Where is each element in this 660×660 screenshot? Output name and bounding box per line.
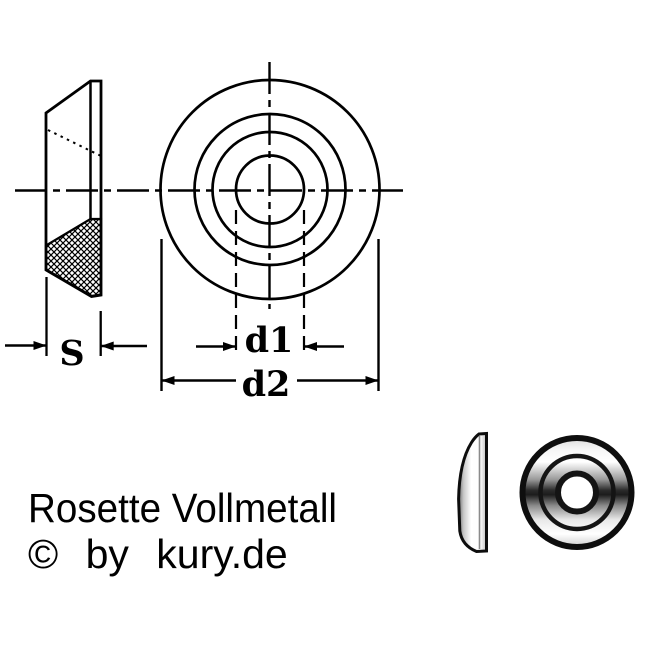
s-arrowhead-right xyxy=(100,341,114,351)
part-title: Rosette Vollmetall xyxy=(28,485,337,531)
photo-washer-ring xyxy=(538,453,616,532)
photo-washer-hole xyxy=(555,470,599,515)
hidden-edge-line xyxy=(47,129,102,157)
centerlines xyxy=(15,62,403,309)
d1-arrowhead-left xyxy=(223,342,236,351)
dimension-label-d2: d2 xyxy=(242,364,291,405)
top-view xyxy=(159,78,381,301)
d2-arrowhead-right xyxy=(365,376,379,385)
s-arrowhead-left xyxy=(33,341,47,350)
copyright-text: © by kury.de xyxy=(28,531,288,577)
dimension-label-d1: d1 xyxy=(245,320,294,361)
product-photo xyxy=(457,431,635,554)
cone-circle xyxy=(211,130,329,249)
section-hatch xyxy=(44,217,103,298)
hole-circle xyxy=(234,154,306,225)
photo-top-view xyxy=(519,435,635,550)
d2-arrowhead-left xyxy=(161,376,175,385)
dimension-label-s: S xyxy=(59,333,84,374)
photo-side-profile xyxy=(457,431,488,554)
dimension-d1: d1 xyxy=(196,210,344,361)
dimension-d2: d2 xyxy=(160,239,380,405)
dimension-s: S xyxy=(5,277,147,374)
d1-arrowhead-right xyxy=(304,342,317,351)
section-view xyxy=(44,79,103,298)
photo-side-view xyxy=(457,431,488,554)
outer-circle xyxy=(159,78,381,301)
rim-circle xyxy=(193,112,347,267)
